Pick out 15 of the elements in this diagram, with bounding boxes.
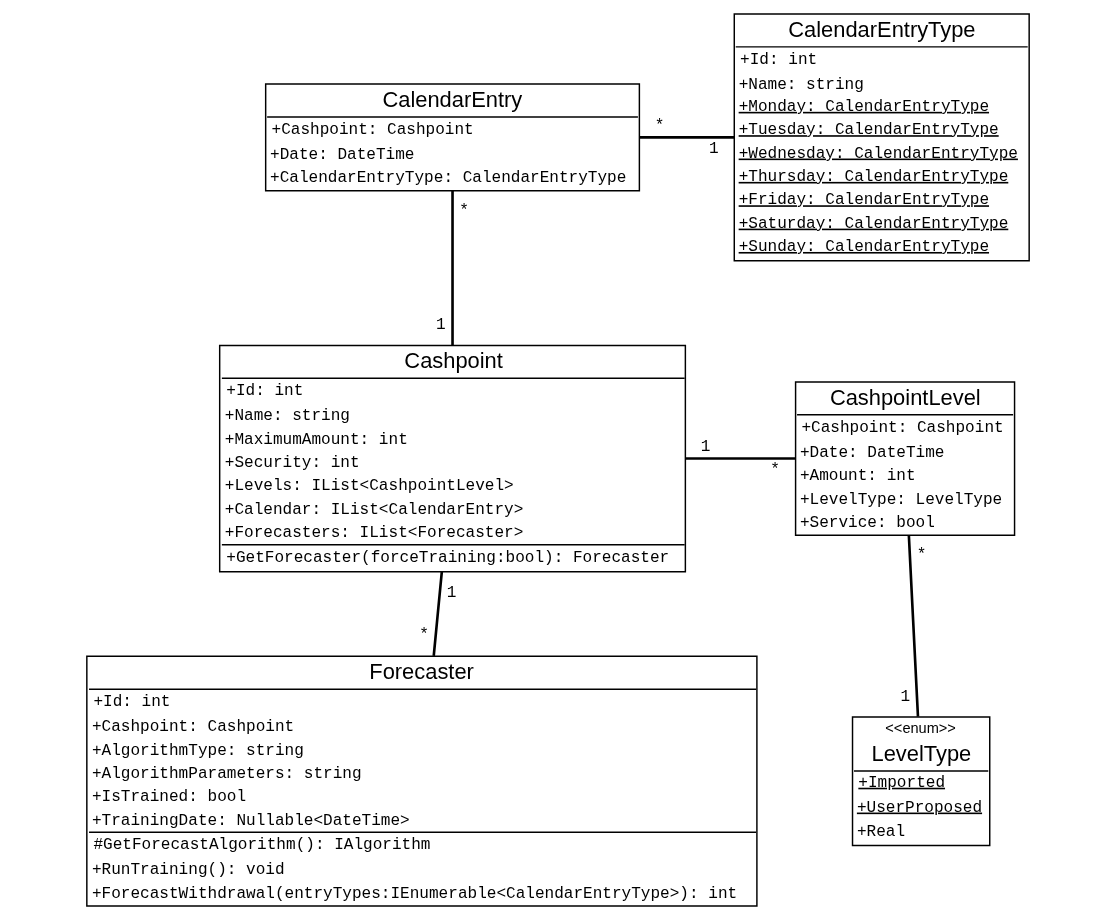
connector xyxy=(684,457,795,460)
label: 1 xyxy=(708,140,719,159)
label: * xyxy=(458,202,469,220)
connector xyxy=(907,535,919,717)
label: 1 xyxy=(446,584,456,603)
label: * xyxy=(916,546,926,565)
connector xyxy=(638,136,734,139)
label: * xyxy=(418,625,429,644)
connector xyxy=(450,190,454,346)
label: 1 xyxy=(435,316,446,335)
label: * xyxy=(769,461,780,480)
connector xyxy=(431,571,443,657)
label: 1 xyxy=(700,437,710,456)
label: 1 xyxy=(899,688,910,707)
label: * xyxy=(654,116,665,135)
